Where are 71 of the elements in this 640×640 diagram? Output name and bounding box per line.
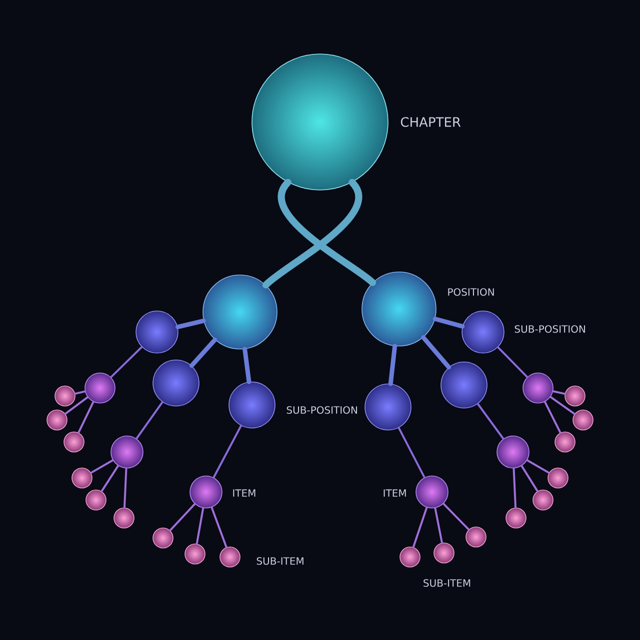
sphere — [506, 508, 526, 528]
connector — [64, 396, 89, 415]
sphere — [202, 274, 278, 350]
sphere — [184, 544, 206, 564]
node-label: ITEM — [384, 489, 406, 497]
connector — [189, 338, 218, 368]
connector — [544, 400, 562, 434]
sphere — [434, 542, 454, 564]
sphere — [564, 386, 586, 406]
connector — [442, 502, 470, 531]
connector — [136, 401, 164, 440]
sphere — [136, 310, 178, 354]
connector — [78, 400, 94, 434]
connector — [512, 467, 517, 509]
connector — [421, 335, 452, 370]
sphere — [532, 490, 554, 510]
connector — [526, 459, 550, 474]
sphere — [462, 310, 504, 354]
sphere — [86, 490, 106, 510]
node-label: ITEM — [233, 489, 256, 497]
sphere — [496, 436, 530, 468]
sphere — [572, 410, 594, 430]
connector — [552, 390, 566, 395]
sphere — [64, 432, 84, 452]
sphere — [46, 410, 68, 430]
sphere — [84, 372, 116, 404]
sphere — [400, 546, 420, 568]
node-label: SUB-ITEM — [424, 579, 470, 587]
connector — [74, 390, 86, 395]
sphere — [548, 468, 568, 488]
sphere — [252, 54, 388, 190]
connector — [100, 464, 120, 492]
connector — [196, 507, 204, 545]
sphere — [54, 386, 76, 406]
connector — [432, 316, 465, 329]
connector — [176, 318, 206, 330]
connector — [110, 346, 143, 378]
sphere — [228, 382, 276, 428]
sphere — [110, 436, 144, 468]
sphere — [466, 526, 486, 548]
connector — [434, 507, 443, 544]
node-label: SUB-POSITION — [514, 325, 585, 333]
sphere — [220, 546, 240, 568]
sphere — [362, 272, 436, 346]
connector — [212, 424, 242, 478]
connector — [550, 396, 576, 415]
sphere — [72, 468, 92, 488]
node-label: SUB-ITEM — [256, 557, 304, 565]
node-label: CHAPTER — [400, 117, 461, 127]
sphere — [440, 362, 488, 408]
sphere — [114, 508, 134, 528]
connector — [476, 402, 504, 440]
connector — [123, 467, 128, 509]
connector — [398, 426, 426, 478]
sphere — [190, 476, 222, 508]
sphere — [364, 384, 412, 430]
sphere — [416, 476, 448, 508]
connector — [210, 506, 228, 548]
connector — [90, 459, 114, 474]
node-label: SUB-POSITION — [286, 406, 357, 414]
sphere — [554, 432, 576, 452]
connector — [169, 503, 196, 532]
node-label: POSITION — [448, 288, 494, 296]
sphere — [152, 528, 174, 548]
sphere — [522, 372, 554, 404]
connector — [388, 344, 398, 386]
connector — [497, 346, 528, 378]
connector — [412, 506, 428, 548]
sphere — [152, 360, 200, 406]
connector — [242, 346, 252, 384]
connector — [520, 464, 538, 492]
